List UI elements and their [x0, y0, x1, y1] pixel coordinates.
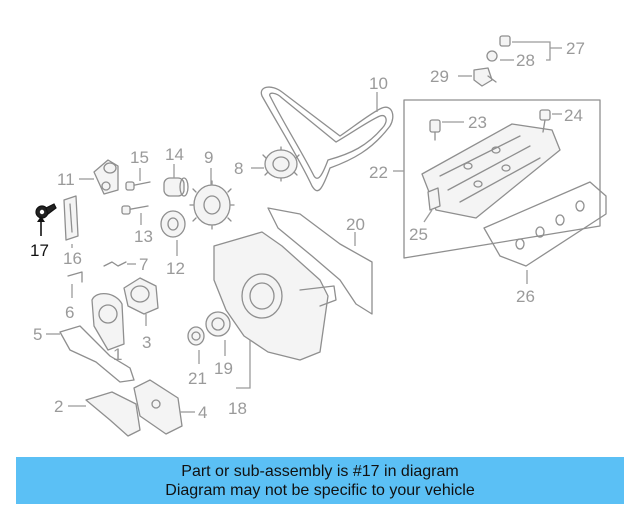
callout-20[interactable]: 20 — [346, 215, 365, 234]
part-25-bracket — [427, 187, 441, 211]
callout-25[interactable]: 25 — [409, 225, 428, 244]
part-28-washer — [486, 50, 498, 62]
part-29-sensor — [473, 67, 497, 87]
part-19-seal — [205, 311, 231, 337]
callout-13[interactable]: 13 — [134, 227, 153, 246]
callout-5[interactable]: 5 — [33, 325, 42, 344]
callout-1[interactable]: 1 — [113, 345, 122, 364]
part-23-bolt — [429, 119, 441, 141]
part-15-bolt — [125, 181, 151, 191]
part-1-cover — [91, 293, 125, 351]
part-17-bolt[interactable] — [35, 203, 57, 236]
callout-21[interactable]: 21 — [188, 369, 207, 388]
part-12-sprocket — [160, 210, 186, 238]
callout-29[interactable]: 29 — [430, 67, 449, 86]
part-7-clip — [103, 261, 127, 267]
part-2-lower-cover — [85, 391, 141, 437]
part-9-gear — [189, 180, 235, 230]
part-16-guide — [63, 195, 79, 241]
part-22-valve-cover-group — [403, 99, 601, 259]
part-10-timing-belt — [260, 86, 394, 192]
banner-line-1: Part or sub-assembly is #17 in diagram — [181, 462, 459, 480]
callout-4[interactable]: 4 — [198, 403, 207, 422]
parts-diagram: 17 10 8 9 14 15 11 — [30, 35, 607, 437]
callout-22[interactable]: 22 — [369, 163, 388, 182]
callout-10[interactable]: 10 — [369, 74, 388, 93]
part-14-bushing — [163, 177, 189, 197]
callout-11[interactable]: 11 — [57, 170, 75, 189]
callout-19[interactable]: 19 — [214, 359, 233, 378]
callout-28[interactable]: 28 — [516, 51, 535, 70]
callout-18[interactable]: 18 — [228, 399, 247, 418]
part-26-gasket — [483, 181, 607, 267]
part-engine-front-cover — [213, 207, 373, 361]
part-21-seal — [187, 326, 205, 346]
part-24-bolt — [539, 109, 551, 133]
callout-27[interactable]: 27 — [566, 39, 585, 58]
callout-14[interactable]: 14 — [165, 145, 184, 164]
callout-7[interactable]: 7 — [139, 255, 148, 274]
part-3-pulley — [123, 277, 159, 315]
part-5-cover — [59, 325, 135, 383]
info-banner: Part or sub-assembly is #17 in diagram D… — [16, 457, 624, 504]
callout-9[interactable]: 9 — [204, 148, 213, 167]
callout-2[interactable]: 2 — [54, 397, 63, 416]
callout-16[interactable]: 16 — [63, 249, 82, 268]
callout-8[interactable]: 8 — [234, 159, 243, 178]
callout-24[interactable]: 24 — [564, 106, 583, 125]
part-8-sprocket — [262, 146, 300, 182]
callout-15[interactable]: 15 — [130, 148, 149, 167]
part-11-tensioner — [93, 159, 119, 195]
callout-3[interactable]: 3 — [142, 333, 151, 352]
callout-17[interactable]: 17 — [30, 241, 49, 260]
callout-26[interactable]: 26 — [516, 287, 535, 306]
callout-12[interactable]: 12 — [166, 259, 185, 278]
banner-line-2: Diagram may not be specific to your vehi… — [165, 481, 475, 499]
callout-23[interactable]: 23 — [468, 113, 487, 132]
part-13-bolt — [121, 205, 149, 215]
part-6-bracket — [67, 271, 83, 283]
part-4-cover — [133, 379, 183, 435]
part-27-cap — [499, 35, 511, 47]
callout-6[interactable]: 6 — [65, 303, 74, 322]
